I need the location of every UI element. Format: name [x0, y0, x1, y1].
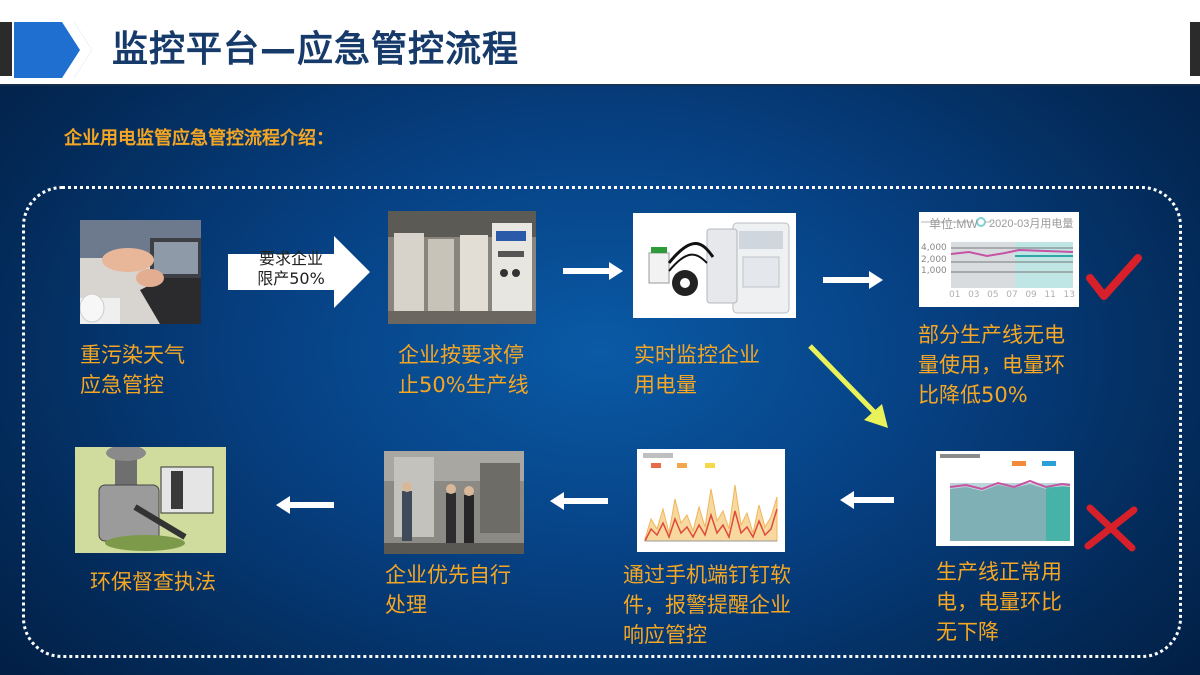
x-tick-label: 01 — [949, 290, 961, 300]
diagonal-down-arrow-icon — [808, 344, 888, 428]
x-tick-row: 01 03 05 07 09 11 13 — [949, 290, 1075, 300]
monthly-usage-chart: 单位:MW 2020-03月用电量 4,000 2,000 1,000 01 0… — [919, 212, 1079, 307]
left-arrow-icon — [550, 492, 608, 510]
right-arrow-icon — [823, 271, 883, 289]
step-label-usage-down: 部分生产线无电 量使用，电量环 比降低50% — [918, 323, 1065, 407]
step-label-dingtalk-alert: 通过手机端钉钉软 件，报警提醒企业 响应管控 — [623, 563, 791, 647]
step-label-realtime-monitor: 实时监控企业 用电量 — [634, 343, 760, 397]
right-arrow-icon — [563, 262, 623, 280]
step-label-heavy-pollution: 重污染天气 应急管控 — [80, 343, 185, 397]
electricity-meter-photo — [633, 213, 796, 318]
page-title: 监控平台—应急管控流程 — [112, 29, 520, 70]
x-tick-label: 07 — [1006, 290, 1018, 300]
section-subtitle: 企业用电监管应急管控流程介绍： — [64, 128, 334, 149]
cross-icon — [1084, 504, 1138, 552]
x-tick-label: 05 — [987, 290, 999, 300]
normal-usage-chart — [936, 451, 1074, 546]
x-tick-label: 13 — [1063, 290, 1075, 300]
y-tick-label: 4,000 — [921, 243, 947, 253]
alarm-trend-chart — [637, 449, 785, 552]
big-right-arrow-icon — [228, 236, 370, 308]
header-chevron-icon — [14, 22, 92, 78]
y-tick-label: 1,000 — [921, 266, 947, 276]
header-shadow — [0, 84, 1200, 87]
chart-title: 2020-03月用电量 — [989, 218, 1074, 230]
arrow-callout-text: 要求企业 限产50% — [257, 249, 325, 288]
left-arrow-icon — [840, 491, 894, 509]
header-bar — [0, 0, 1200, 84]
step-label-no-drop: 生产线正常用 电，电量环比 无下降 — [936, 560, 1062, 644]
y-tick-label: 2,000 — [921, 255, 947, 265]
onsite-inspection-photo — [384, 451, 524, 554]
enforcement-cartoon — [75, 447, 226, 553]
typing-laptop-photo — [80, 220, 201, 324]
x-tick-label: 09 — [1025, 290, 1037, 300]
step-label-enforcement: 环保督查执法 — [90, 570, 216, 594]
left-arrow-icon — [276, 496, 334, 514]
step-label-self-handle: 企业优先自行 处理 — [385, 563, 511, 617]
chart-unit-label: 单位:MW — [929, 217, 978, 231]
step-label-stop-lines: 企业按要求停 止50%生产线 — [398, 343, 529, 397]
header-right-block — [1190, 22, 1200, 76]
checkmark-icon — [1086, 254, 1142, 300]
factory-machines-photo — [388, 211, 536, 324]
process-frame — [22, 186, 1182, 658]
x-tick-label: 03 — [968, 290, 980, 300]
x-tick-label: 11 — [1044, 290, 1056, 300]
header-dark-block — [0, 22, 12, 76]
